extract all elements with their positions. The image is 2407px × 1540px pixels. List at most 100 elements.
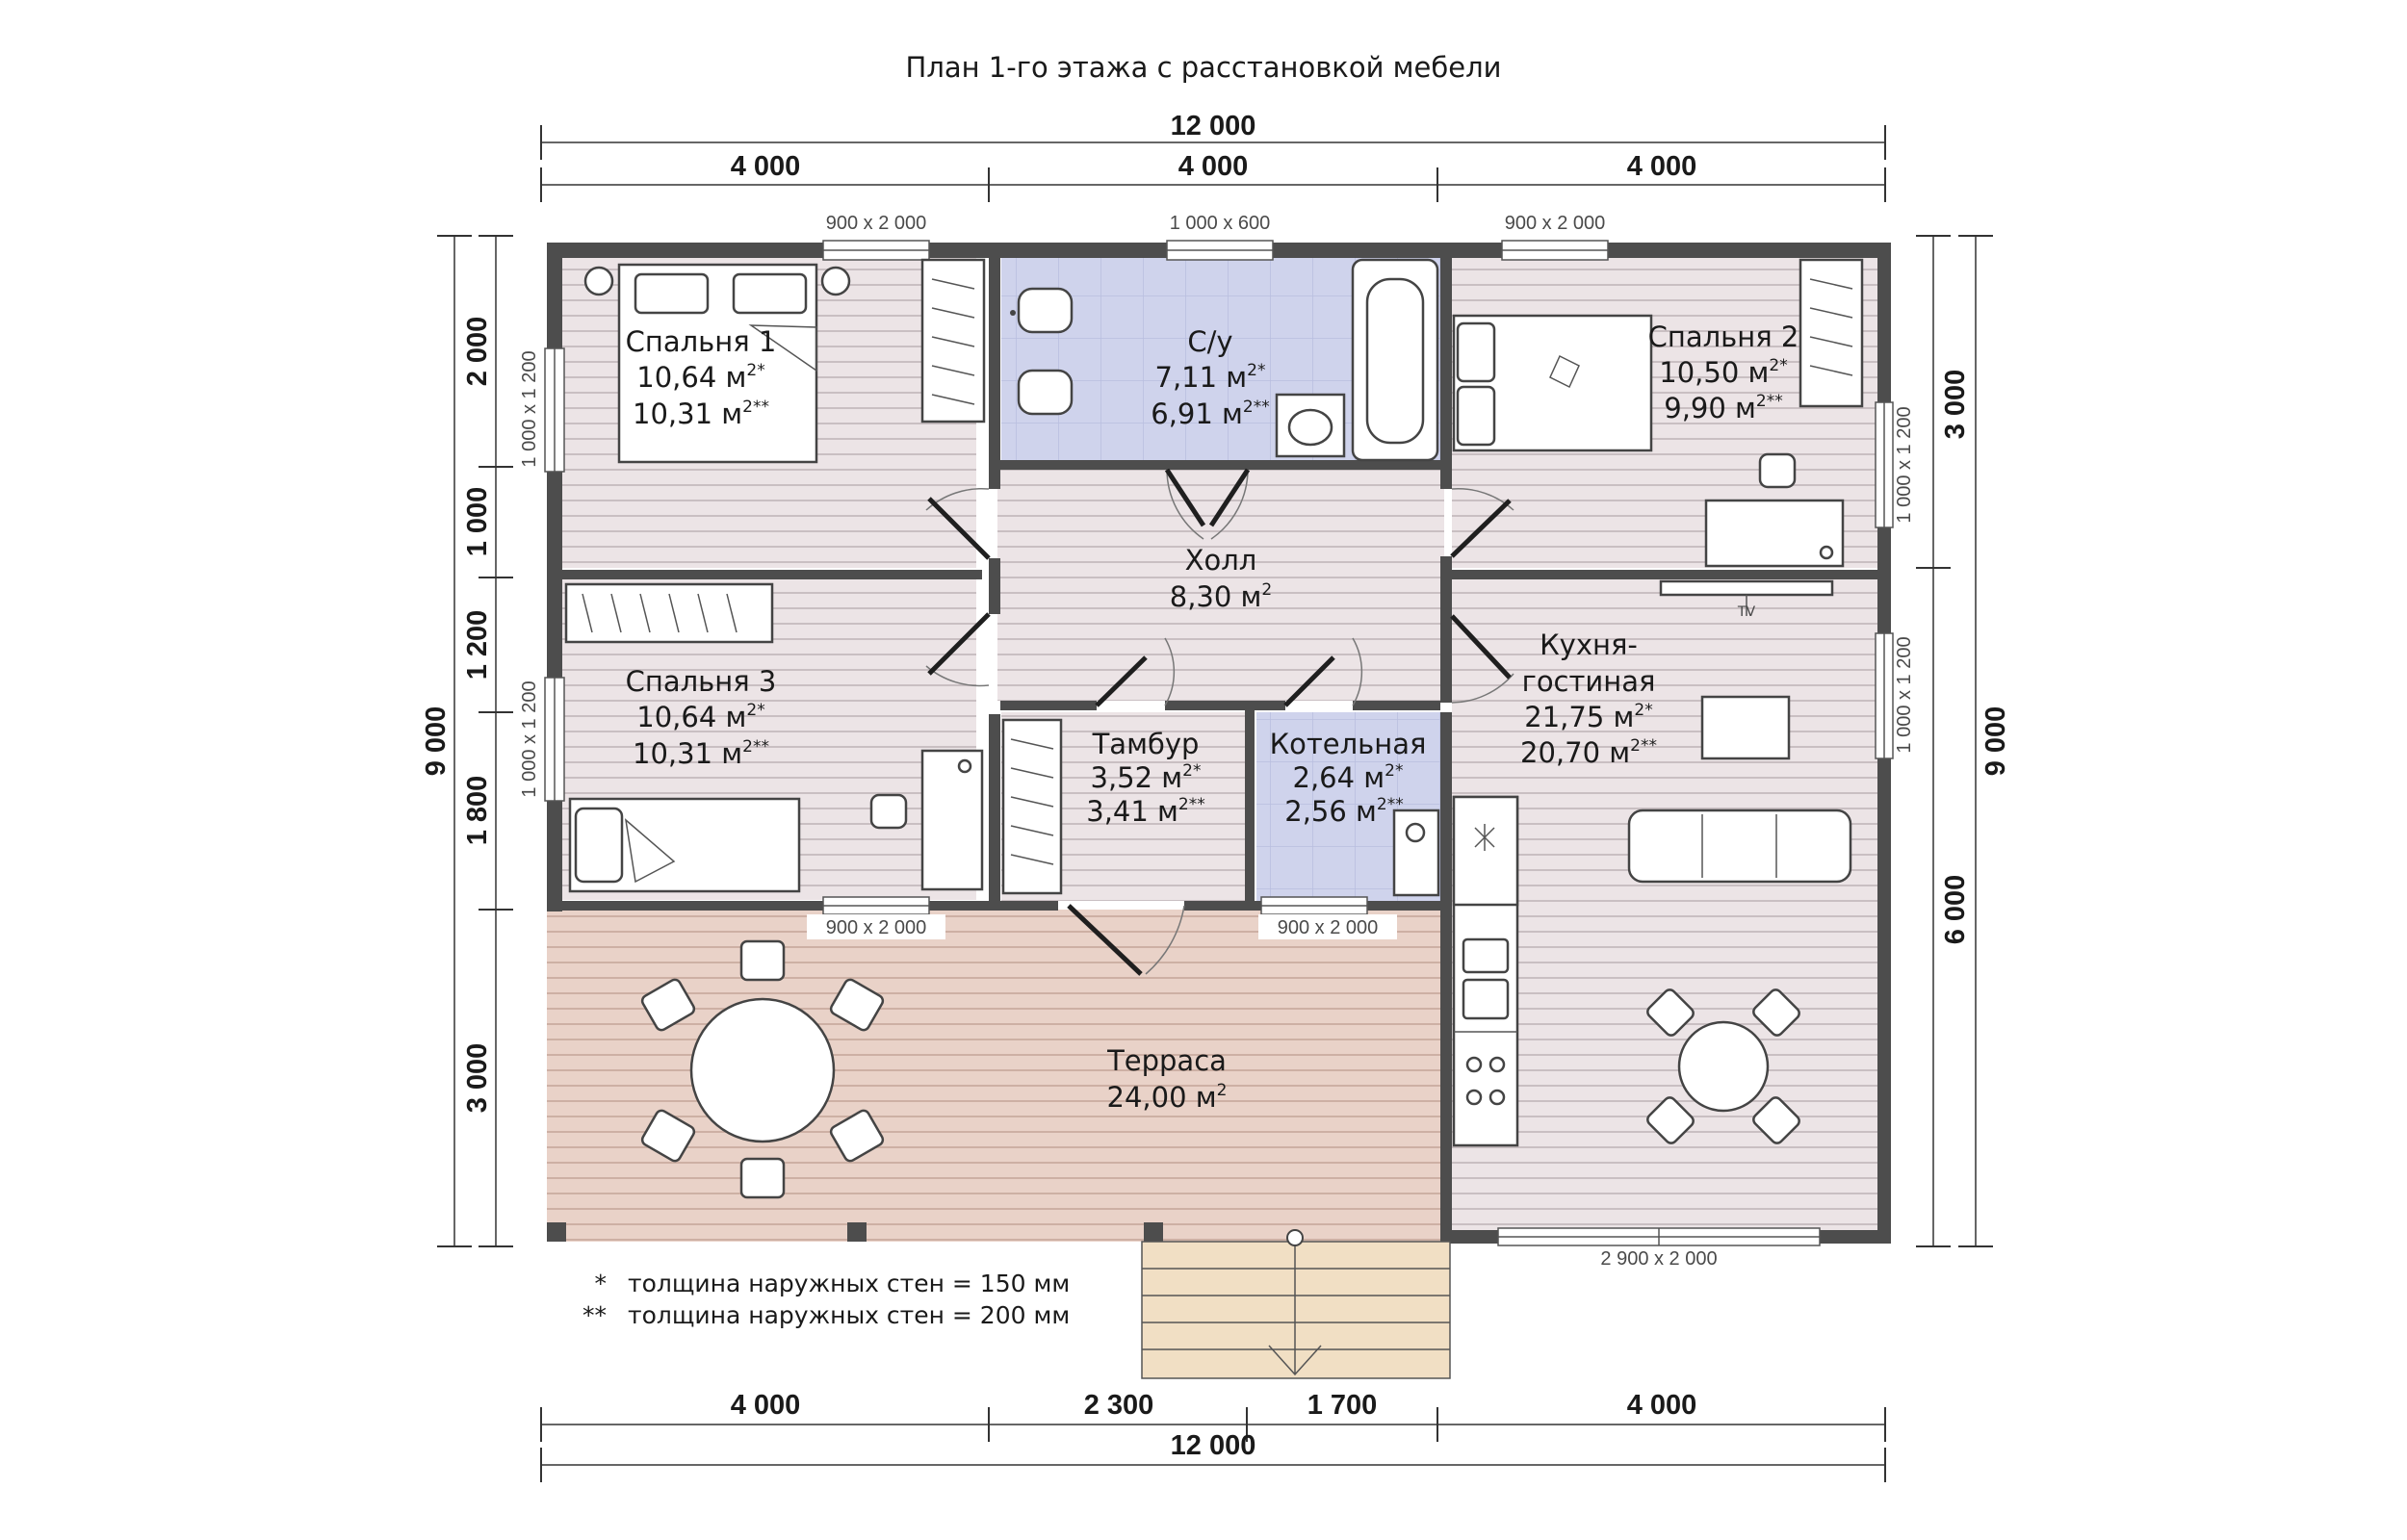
note-mark: **	[753, 398, 769, 417]
bed-bedroom-3	[568, 797, 801, 893]
label-door-bottom-2: 900 x 2 000	[1278, 917, 1379, 938]
footnote-mark-1: *	[595, 1270, 608, 1297]
sq-mark: 2	[1385, 761, 1395, 781]
room-area-1: 7,11 м	[1155, 361, 1248, 394]
room-boiler: Котельная 2,64 м2* 2,56 м2**	[1270, 728, 1427, 828]
right-dimensions: 3 000 6 000 9 000	[1916, 235, 2011, 1247]
door-vestibule	[1095, 637, 1176, 707]
sq-mark: 2	[746, 701, 757, 720]
dim-left-seg-5: 3 000	[462, 1043, 493, 1114]
left-dimensions: 9 000 2 000 1 000 1 200 1 800 3 000	[421, 235, 513, 1247]
note-mark: *	[1644, 701, 1653, 720]
room-name: Котельная	[1270, 728, 1427, 760]
room-area-1: 10,64 м	[636, 361, 746, 394]
dim-bottom-total: 12 000	[1171, 1430, 1256, 1461]
sofa	[1627, 808, 1852, 884]
note-mark: *	[1193, 761, 1202, 781]
dim-top-seg-2: 4 000	[1178, 151, 1249, 182]
room-name: Терраса	[1106, 1044, 1227, 1077]
room-area: 24,00 м	[1107, 1081, 1217, 1114]
room-name: Тамбур	[1092, 728, 1200, 760]
door-boiler	[1283, 637, 1363, 707]
room-area-1: 3,52 м	[1091, 761, 1183, 794]
wardrobe-bedroom-2	[1799, 258, 1864, 408]
sq-mark: 2	[1261, 580, 1272, 600]
fridge	[1452, 795, 1519, 907]
label-win-left-2: 1 000 x 1 200	[519, 680, 540, 797]
note-mark: *	[757, 361, 765, 380]
bathroom-fixtures	[1010, 258, 1439, 462]
note-mark: **	[1189, 795, 1205, 814]
dim-left-seg-2: 1 000	[462, 487, 493, 557]
sq-mark: 2	[1630, 736, 1641, 756]
svg-text:3,52 м2*: 3,52 м2*	[1091, 761, 1202, 794]
dim-bottom-seg-1: 4 000	[731, 1390, 801, 1421]
room-name: Спальня 1	[626, 325, 777, 358]
dim-right-seg-1: 3 000	[1940, 370, 1971, 440]
room-vestibule: Тамбур 3,52 м2* 3,41 м2**	[1086, 728, 1205, 828]
svg-text:10,64 м2*: 10,64 м2*	[636, 701, 764, 733]
room-area-1: 10,64 м	[636, 701, 746, 733]
label-win-top-1: 900 x 2 000	[826, 213, 927, 234]
bottom-dimensions: 4 000 2 300 1 700 4 000 12 000	[540, 1390, 1886, 1482]
svg-text:6,91 м2**: 6,91 м2**	[1151, 398, 1270, 430]
label-win-right-2: 1 000 x 1 200	[1894, 636, 1915, 753]
dim-bottom-seg-4: 4 000	[1627, 1390, 1697, 1421]
label-door-bottom-3: 2 900 x 2 000	[1600, 1248, 1717, 1270]
label-win-top-3: 900 x 2 000	[1505, 213, 1606, 234]
sq-mark: 2	[1182, 761, 1193, 781]
door-bedroom-2	[1450, 488, 1514, 558]
room-area-2: 6,91 м	[1151, 398, 1243, 430]
note-mark: *	[1257, 361, 1266, 380]
label-win-right-1: 1 000 x 1 200	[1894, 406, 1915, 523]
door-bottom-bedroom-3	[822, 896, 930, 915]
sq-mark: 2	[1243, 398, 1254, 417]
svg-text:24,00 м2: 24,00 м2	[1107, 1081, 1228, 1114]
sq-mark: 2	[1377, 795, 1387, 814]
dim-bottom-seg-3: 1 700	[1307, 1390, 1378, 1421]
window-left-bedroom-1	[544, 347, 565, 473]
dim-right-total: 9 000	[1980, 706, 2011, 777]
tv-label: TV	[1737, 604, 1756, 620]
boiler-unit	[1392, 808, 1440, 897]
footnote-text-2: толщина наружных стен = 200 мм	[628, 1301, 1070, 1329]
room-area-2: 9,90 м	[1664, 392, 1756, 424]
note-mark: **	[1641, 736, 1657, 756]
svg-text:20,70 м2**: 20,70 м2**	[1520, 736, 1657, 769]
dim-top-total: 12 000	[1171, 111, 1256, 141]
dim-right-seg-2: 6 000	[1940, 875, 1971, 945]
dim-top-seg-3: 4 000	[1627, 151, 1697, 182]
bed-bedroom-2	[1452, 314, 1653, 452]
room-name: С/у	[1187, 325, 1232, 358]
sq-mark: 2	[1634, 701, 1644, 720]
room-bedroom-2: Спальня 2 10,50 м2* 9,90 м2**	[1648, 321, 1799, 424]
wardrobe-vestibule	[1001, 718, 1063, 895]
room-area: 8,30 м	[1170, 580, 1262, 613]
footnote-text-1: толщина наружных стен = 150 мм	[628, 1270, 1070, 1297]
note-mark: **	[753, 737, 769, 757]
door-bedroom-3	[925, 612, 991, 687]
plan-title: План 1-го этажа с расстановкой мебели	[906, 51, 1502, 84]
svg-text:2,64 м2*: 2,64 м2*	[1293, 761, 1404, 794]
sq-mark: 2	[1247, 361, 1257, 380]
note-mark: *	[1395, 761, 1404, 781]
entrance-stairs	[1141, 1229, 1451, 1379]
doors	[925, 468, 1514, 976]
window-top-bathroom	[1166, 240, 1274, 261]
svg-text:8,30 м2: 8,30 м2	[1170, 580, 1273, 613]
tv-unit: TV	[1659, 579, 1834, 620]
dim-bottom-seg-2: 2 300	[1084, 1390, 1154, 1421]
door-bottom-boiler	[1260, 896, 1368, 915]
window-left-bedroom-3	[544, 677, 565, 802]
sq-mark: 2	[742, 737, 753, 757]
window-top-bedroom-1	[822, 240, 930, 261]
sq-mark: 2	[1178, 795, 1189, 814]
svg-text:2,56 м2**: 2,56 м2**	[1284, 795, 1404, 828]
top-dimensions: 12 000 4 000 4 000 4 000	[540, 111, 1886, 202]
opening-labels: 900 x 2 000 1 000 x 600 900 x 2 000 1 00…	[519, 213, 1915, 1270]
room-hall: Холл 8,30 м2	[1170, 544, 1273, 613]
room-area-1: 2,64 м	[1293, 761, 1385, 794]
dining-table-kitchen	[1646, 988, 1800, 1144]
dim-top-seg-1: 4 000	[731, 151, 801, 182]
room-bathroom: С/у 7,11 м2* 6,91 м2**	[1151, 325, 1270, 430]
